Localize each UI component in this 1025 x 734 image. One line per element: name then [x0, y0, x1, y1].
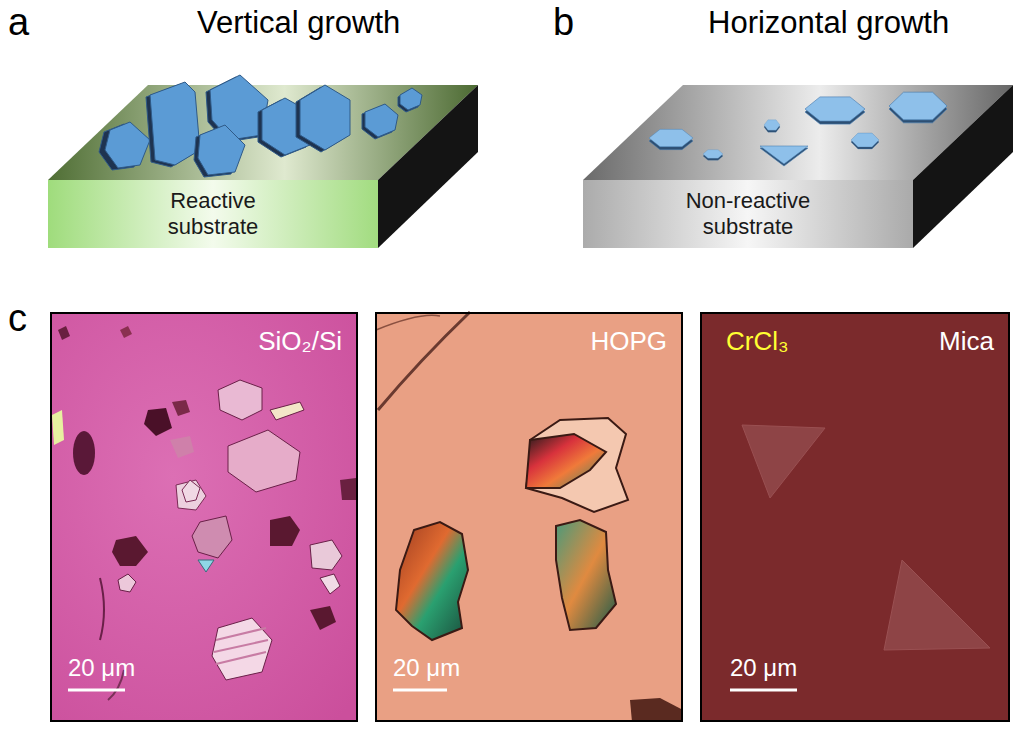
substrate-block: Reactive substrate: [48, 180, 378, 248]
micrograph-panel: CrCl₃ Mica 20 μm: [700, 312, 1010, 722]
substrate-label: HOPG: [590, 326, 667, 357]
scale-label: 20 μm: [393, 654, 460, 683]
panel-letter: a: [8, 2, 29, 44]
substrate-block: Non-reactive substrate: [583, 180, 913, 248]
scale-bar: [393, 689, 447, 692]
material-label: CrCl₃: [726, 326, 789, 357]
panel-title: Vertical growth: [197, 6, 400, 40]
substrate-label: SiO₂/Si: [258, 326, 342, 357]
panel-title: Horizontal growth: [708, 6, 949, 40]
substrate-label: Reactive substrate: [138, 188, 288, 241]
scale-bar: [68, 689, 125, 692]
scale-bar: [730, 689, 797, 692]
micrograph-panel: HOPG 20 μm: [375, 312, 683, 722]
scale-label: 20 μm: [68, 654, 135, 683]
substrate-label: Non-reactive substrate: [673, 188, 823, 241]
panel-letter: c: [8, 298, 27, 340]
micrograph-panel: SiO₂/Si 20 μm: [50, 312, 358, 722]
panel-letter: b: [553, 2, 574, 44]
scale-label: 20 μm: [730, 654, 797, 683]
substrate-label: Mica: [939, 326, 994, 357]
